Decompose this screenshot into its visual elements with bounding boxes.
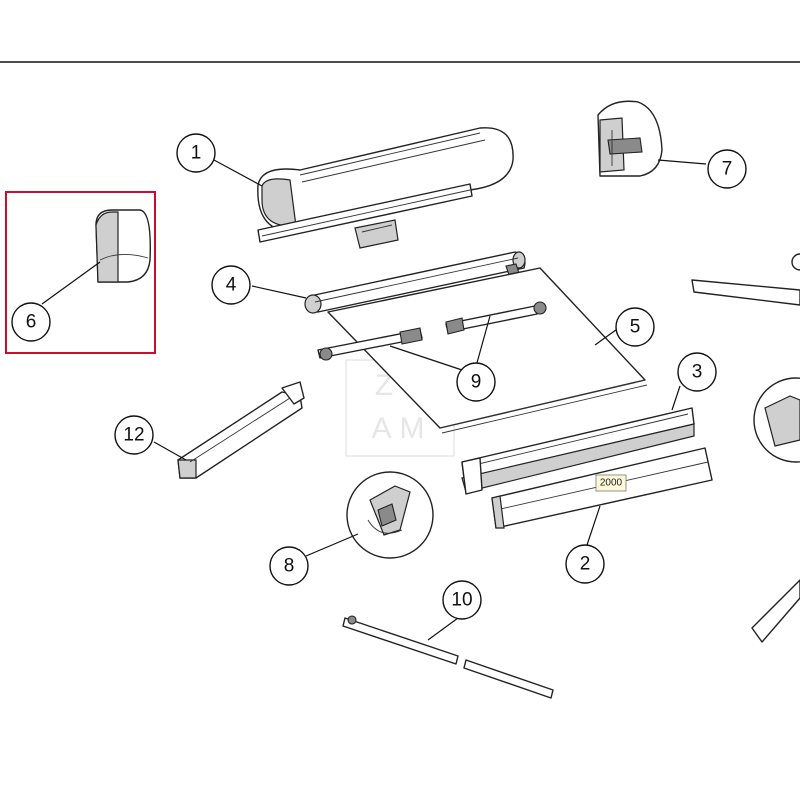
part-5-fabric <box>327 267 648 434</box>
callout-1: 1 <box>176 133 216 173</box>
leader-1 <box>213 159 263 187</box>
part-3-front-profile <box>461 407 695 495</box>
callout-2-label: 2 <box>580 554 591 575</box>
callout-7-label: 7 <box>722 159 733 180</box>
part-9-spring-rods <box>317 301 547 361</box>
callout-6: 6 <box>11 302 51 342</box>
callout-10-label: 10 <box>451 590 472 611</box>
highlight-box-part-6 <box>5 191 156 354</box>
leader-12 <box>153 441 187 461</box>
leader-6 <box>41 261 101 305</box>
callout-1-label: 1 <box>191 143 202 164</box>
dimension-label: 2000 <box>595 474 627 492</box>
leader-lines <box>41 159 707 641</box>
part-6-end-cap <box>95 209 151 283</box>
leader-3 <box>671 385 681 411</box>
leader-2 <box>585 505 601 549</box>
callout-12-label: 12 <box>123 425 144 446</box>
leader-4 <box>251 285 307 299</box>
leader-10 <box>427 617 459 641</box>
callout-12: 12 <box>114 415 154 455</box>
callout-4-label: 4 <box>226 275 237 296</box>
part-right-arm-lower <box>751 579 800 643</box>
callout-8-label: 8 <box>284 556 295 577</box>
dimension-label-text: 2000 <box>600 478 623 489</box>
part-8-hook-detail <box>346 471 434 559</box>
callout-3-label: 3 <box>692 362 703 383</box>
part-right-detail-circle <box>753 377 800 463</box>
part-12-support-arm <box>177 381 305 479</box>
part-1-cassette-housing <box>257 127 514 249</box>
leader-9a <box>389 345 463 371</box>
callout-2: 2 <box>565 544 605 584</box>
callout-5-label: 5 <box>630 317 641 338</box>
callout-8: 8 <box>269 546 309 586</box>
part-7-bracket <box>597 100 663 177</box>
callout-4: 4 <box>211 265 251 305</box>
leader-9b <box>474 315 491 371</box>
part-4-roller-tube <box>304 251 526 314</box>
callout-7: 7 <box>707 149 747 189</box>
callout-3: 3 <box>677 352 717 392</box>
callout-9: 9 <box>456 362 496 402</box>
callout-6-label: 6 <box>26 312 37 333</box>
watermark-bottom-text: AM <box>372 412 433 445</box>
part-10-rod <box>342 615 554 699</box>
part-right-arm-upper <box>691 253 800 306</box>
leader-8 <box>305 533 359 557</box>
leader-7 <box>657 159 707 165</box>
callout-10: 10 <box>442 580 482 620</box>
callout-9-label: 9 <box>471 372 482 393</box>
callout-5: 5 <box>615 307 655 347</box>
